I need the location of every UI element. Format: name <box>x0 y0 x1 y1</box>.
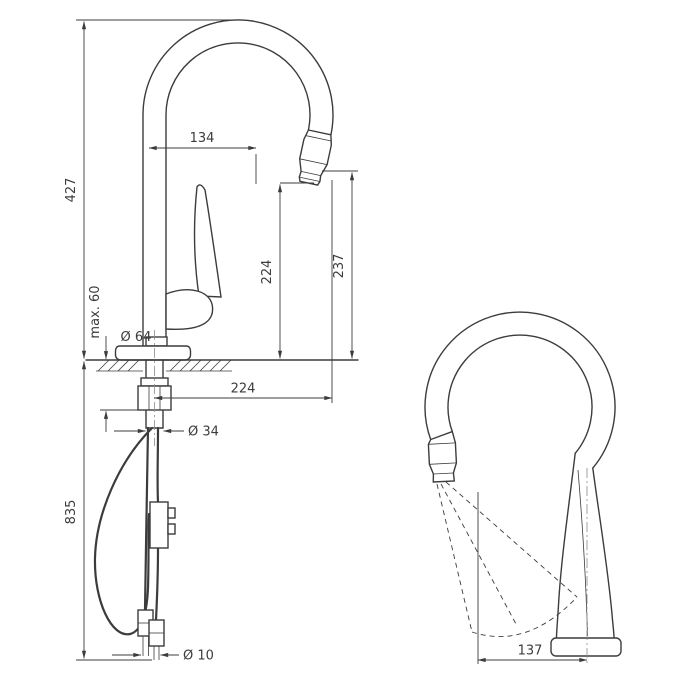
side-spout-inner <box>447 334 593 454</box>
supply-hoses <box>93 426 176 660</box>
escutcheon <box>114 345 192 361</box>
pullout-hose-loop <box>93 426 154 636</box>
spout-inner-contour <box>165 42 311 347</box>
dim-side-reach: 137 <box>518 644 543 659</box>
base-plinth <box>550 637 622 657</box>
hose-connector-block <box>149 501 169 549</box>
dim-hose-length: 835 <box>64 500 79 525</box>
dim-spout-reach: 224 <box>231 382 256 397</box>
spray-head <box>298 129 333 186</box>
dim-shank-diameter: Ø 34 <box>188 425 219 440</box>
dimensions-side: 137 <box>477 492 588 664</box>
front-view: 427 835 max. 60 Ø 64 134 224 237 <box>64 19 359 664</box>
dim-base-diameter: Ø 64 <box>121 330 152 345</box>
hose-connectors <box>137 609 165 660</box>
dim-head-height: 237 <box>332 254 347 279</box>
dim-max-thickness: max. 60 <box>88 285 103 338</box>
side-spout-outer <box>424 311 616 469</box>
dim-outlet-height: 224 <box>260 260 275 285</box>
handle-joint <box>165 289 214 330</box>
counter-section <box>85 359 359 372</box>
dimensions-front: 427 835 max. 60 Ø 64 134 224 237 <box>64 19 358 664</box>
side-spray-head <box>427 430 458 483</box>
handle-lever <box>193 184 222 298</box>
dim-total-height: 427 <box>64 178 79 203</box>
spray-pattern-dashed <box>436 481 578 638</box>
side-view: 137 <box>424 311 622 666</box>
dim-top-offset: 134 <box>190 131 215 146</box>
side-body <box>550 452 622 657</box>
dim-hose-diameter: Ø 10 <box>183 649 214 664</box>
